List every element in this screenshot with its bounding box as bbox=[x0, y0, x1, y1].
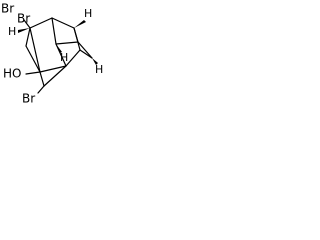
wedge-upper-left-h bbox=[18, 28, 30, 33]
br-bottom-label: Br bbox=[22, 92, 35, 106]
bond-c6-c11 bbox=[39, 71, 45, 87]
skeletal-bonds bbox=[23, 17, 93, 94]
br-top-right-label: Br bbox=[17, 12, 30, 26]
bond-c1-c7 bbox=[25, 27, 31, 47]
bond-c1-br bbox=[23, 19, 31, 29]
bond-c6-oh bbox=[25, 71, 41, 75]
polycyclic-molecule-structure: Br Br HO Br H H H H bbox=[1, 2, 103, 106]
bond-c2-c3 bbox=[51, 17, 75, 29]
wedge-upper-right-h bbox=[74, 20, 86, 28]
h-center-label: H bbox=[60, 51, 68, 64]
bond-c9-c10 bbox=[77, 41, 93, 59]
wedge-center-h bbox=[56, 44, 62, 53]
h-upper-left-label: H bbox=[8, 25, 16, 38]
h-right-label: H bbox=[95, 63, 103, 76]
bond-c2-c8 bbox=[51, 17, 57, 45]
stereo-hydrogen-labels: H H H H bbox=[8, 7, 103, 76]
h-upper-right-label: H bbox=[84, 7, 92, 20]
bond-c5-c6 bbox=[39, 65, 67, 73]
bond-c8-c9 bbox=[55, 41, 79, 45]
bond-c10-c4 bbox=[79, 49, 93, 59]
hydroxyl-label: HO bbox=[3, 67, 21, 81]
br-top-left-label: Br bbox=[1, 2, 14, 16]
bond-c1-c2 bbox=[29, 17, 53, 29]
bond-c7-c6 bbox=[25, 45, 41, 73]
stereo-wedges bbox=[18, 20, 98, 65]
bond-c11-br bbox=[37, 85, 45, 94]
wedge-right-h bbox=[92, 58, 98, 65]
bond-c11-c5 bbox=[43, 65, 67, 87]
bond-c3-c9 bbox=[73, 27, 79, 43]
bond-c6-c1 bbox=[29, 27, 41, 73]
atom-labels: Br Br HO Br bbox=[1, 2, 35, 106]
bond-c4-c5 bbox=[65, 49, 81, 67]
